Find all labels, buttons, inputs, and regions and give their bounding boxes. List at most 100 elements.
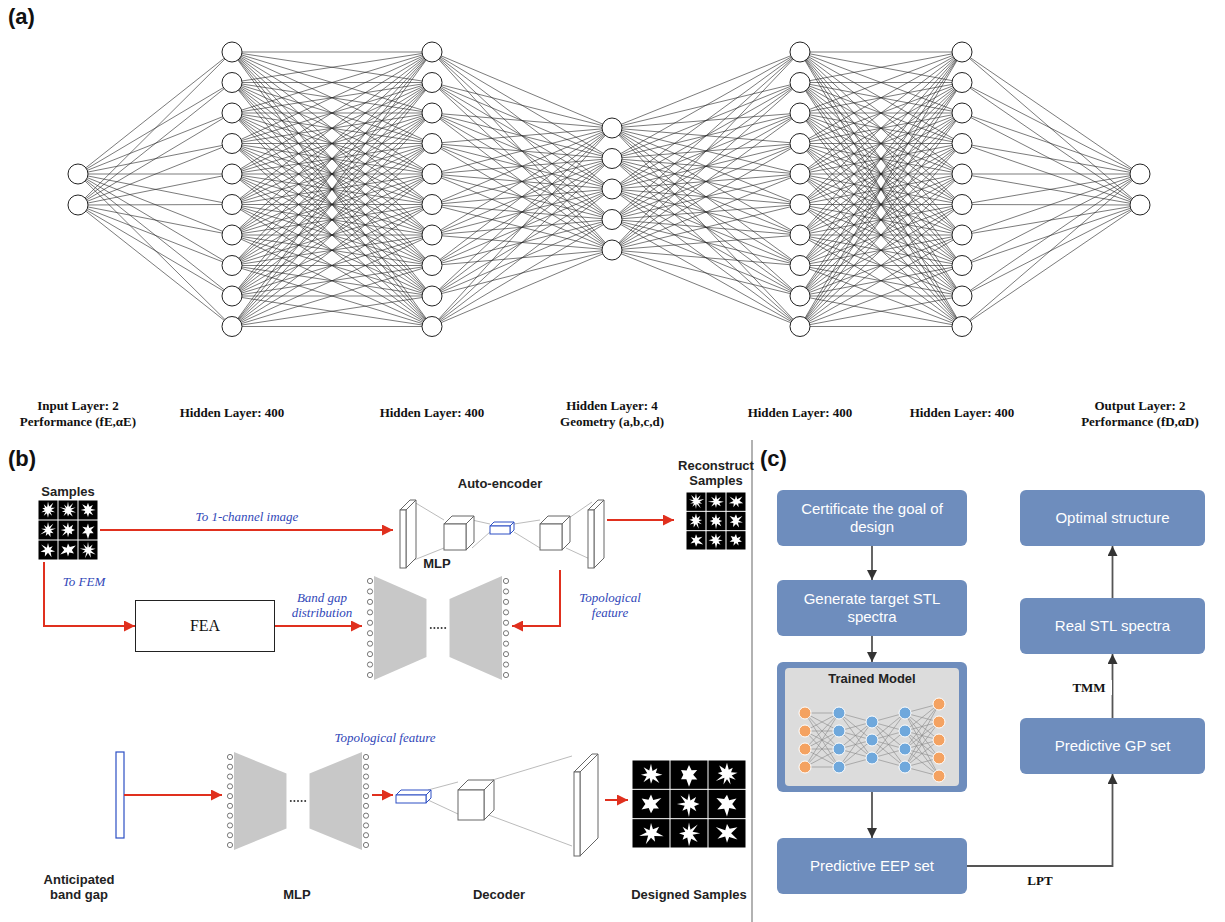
neuron <box>222 195 242 215</box>
connection-line <box>78 174 232 296</box>
sample-cell <box>687 493 706 511</box>
connection-line <box>800 52 962 113</box>
sample-shape <box>641 764 662 784</box>
connection-line <box>232 205 432 327</box>
connection-line <box>800 205 962 327</box>
connection-line <box>962 83 1140 175</box>
neuron <box>422 317 442 337</box>
mlp-neuron <box>227 774 232 779</box>
decoder-cube <box>540 516 570 550</box>
layer-label: Hidden Layer: 4 <box>522 398 702 414</box>
connection-line <box>962 174 1140 175</box>
perspective-line <box>472 532 490 548</box>
connection-line <box>432 113 612 128</box>
model-neuron <box>899 743 911 755</box>
mlp-neuron <box>367 620 372 625</box>
neuron <box>790 42 810 62</box>
sample-cell <box>59 541 78 560</box>
model-panel <box>785 668 959 786</box>
neuron <box>790 286 810 306</box>
neuron <box>602 179 622 199</box>
connection-line <box>232 52 432 113</box>
connection-line <box>78 113 232 205</box>
connection-line <box>232 52 432 235</box>
model-neuron <box>899 707 911 719</box>
layer-label: Hidden Layer: 400 <box>872 405 1052 421</box>
block-front <box>444 524 466 550</box>
sample-shape <box>716 763 738 785</box>
model-neuron <box>933 716 945 728</box>
connection-line <box>612 159 800 266</box>
block-side <box>594 500 604 568</box>
connection-line <box>232 144 432 327</box>
ellipsis-dot <box>301 800 303 802</box>
connection-line <box>612 235 800 250</box>
sample-shape <box>691 534 704 547</box>
connection-line <box>432 113 612 189</box>
sample-set: Samples <box>36 484 100 562</box>
designed-images <box>633 761 746 848</box>
panel-label: (c) <box>760 446 787 472</box>
edge-label: To 1-channel image <box>170 509 324 524</box>
connection-line <box>612 52 800 220</box>
connection-line <box>612 250 800 296</box>
process-arrow <box>871 546 873 580</box>
connection-line <box>800 83 962 327</box>
panel-divider <box>751 440 753 922</box>
neuron <box>790 317 810 337</box>
block-side <box>426 790 431 803</box>
layer-label: Hidden Layer: 400 <box>710 405 890 421</box>
connection-line <box>232 235 432 327</box>
perspective-line <box>414 502 444 520</box>
box-label: FEA <box>190 617 220 635</box>
block-front <box>588 510 594 568</box>
mlp-network: MLP <box>362 556 512 682</box>
connection-line <box>800 113 962 327</box>
connection-line <box>432 83 612 159</box>
box-label: Certificate the goal of design <box>787 500 957 536</box>
mlp-neuron <box>227 754 232 759</box>
connection-line <box>962 205 1140 327</box>
connection-line <box>432 128 612 296</box>
connection-line <box>612 128 800 327</box>
block-front <box>458 790 484 820</box>
connection-line <box>612 52 800 189</box>
sample-shape <box>60 544 76 557</box>
node-heading: MLP <box>222 887 372 902</box>
connection-line <box>232 52 432 296</box>
connection-line <box>78 174 232 266</box>
sample-shape <box>41 502 55 518</box>
neuron <box>952 286 972 306</box>
block-front <box>400 510 406 568</box>
connection-line <box>432 113 612 159</box>
process-arrow <box>1112 546 1114 598</box>
neuron <box>422 256 442 276</box>
perspective-line <box>428 782 458 790</box>
neuron <box>222 317 242 337</box>
connection-line <box>78 205 232 327</box>
neuron <box>790 256 810 276</box>
model-neuron <box>866 716 878 728</box>
mlp-neuron <box>503 652 508 657</box>
model-neuron <box>866 734 878 746</box>
sample-shape <box>708 533 722 548</box>
panel-label: (a) <box>8 4 35 30</box>
mlp-neuron <box>367 578 372 583</box>
connection-line <box>800 235 962 327</box>
mlp-neuron <box>503 641 508 646</box>
connection-line <box>432 52 612 128</box>
neuron <box>422 42 442 62</box>
layer-label: Input Layer: 2 <box>0 398 168 414</box>
edge-label: Topological feature <box>318 730 452 745</box>
reconstructed-images <box>687 493 746 550</box>
connection-line <box>78 174 232 205</box>
mlp-neuron <box>367 641 372 646</box>
box-label: Generate target STL spectra <box>787 590 957 626</box>
mlp-neuron <box>363 833 368 838</box>
sample-shape <box>40 522 56 537</box>
neuron <box>68 164 88 184</box>
connection-line <box>962 174 1140 235</box>
connection-line <box>612 128 800 266</box>
neuron <box>952 195 972 215</box>
